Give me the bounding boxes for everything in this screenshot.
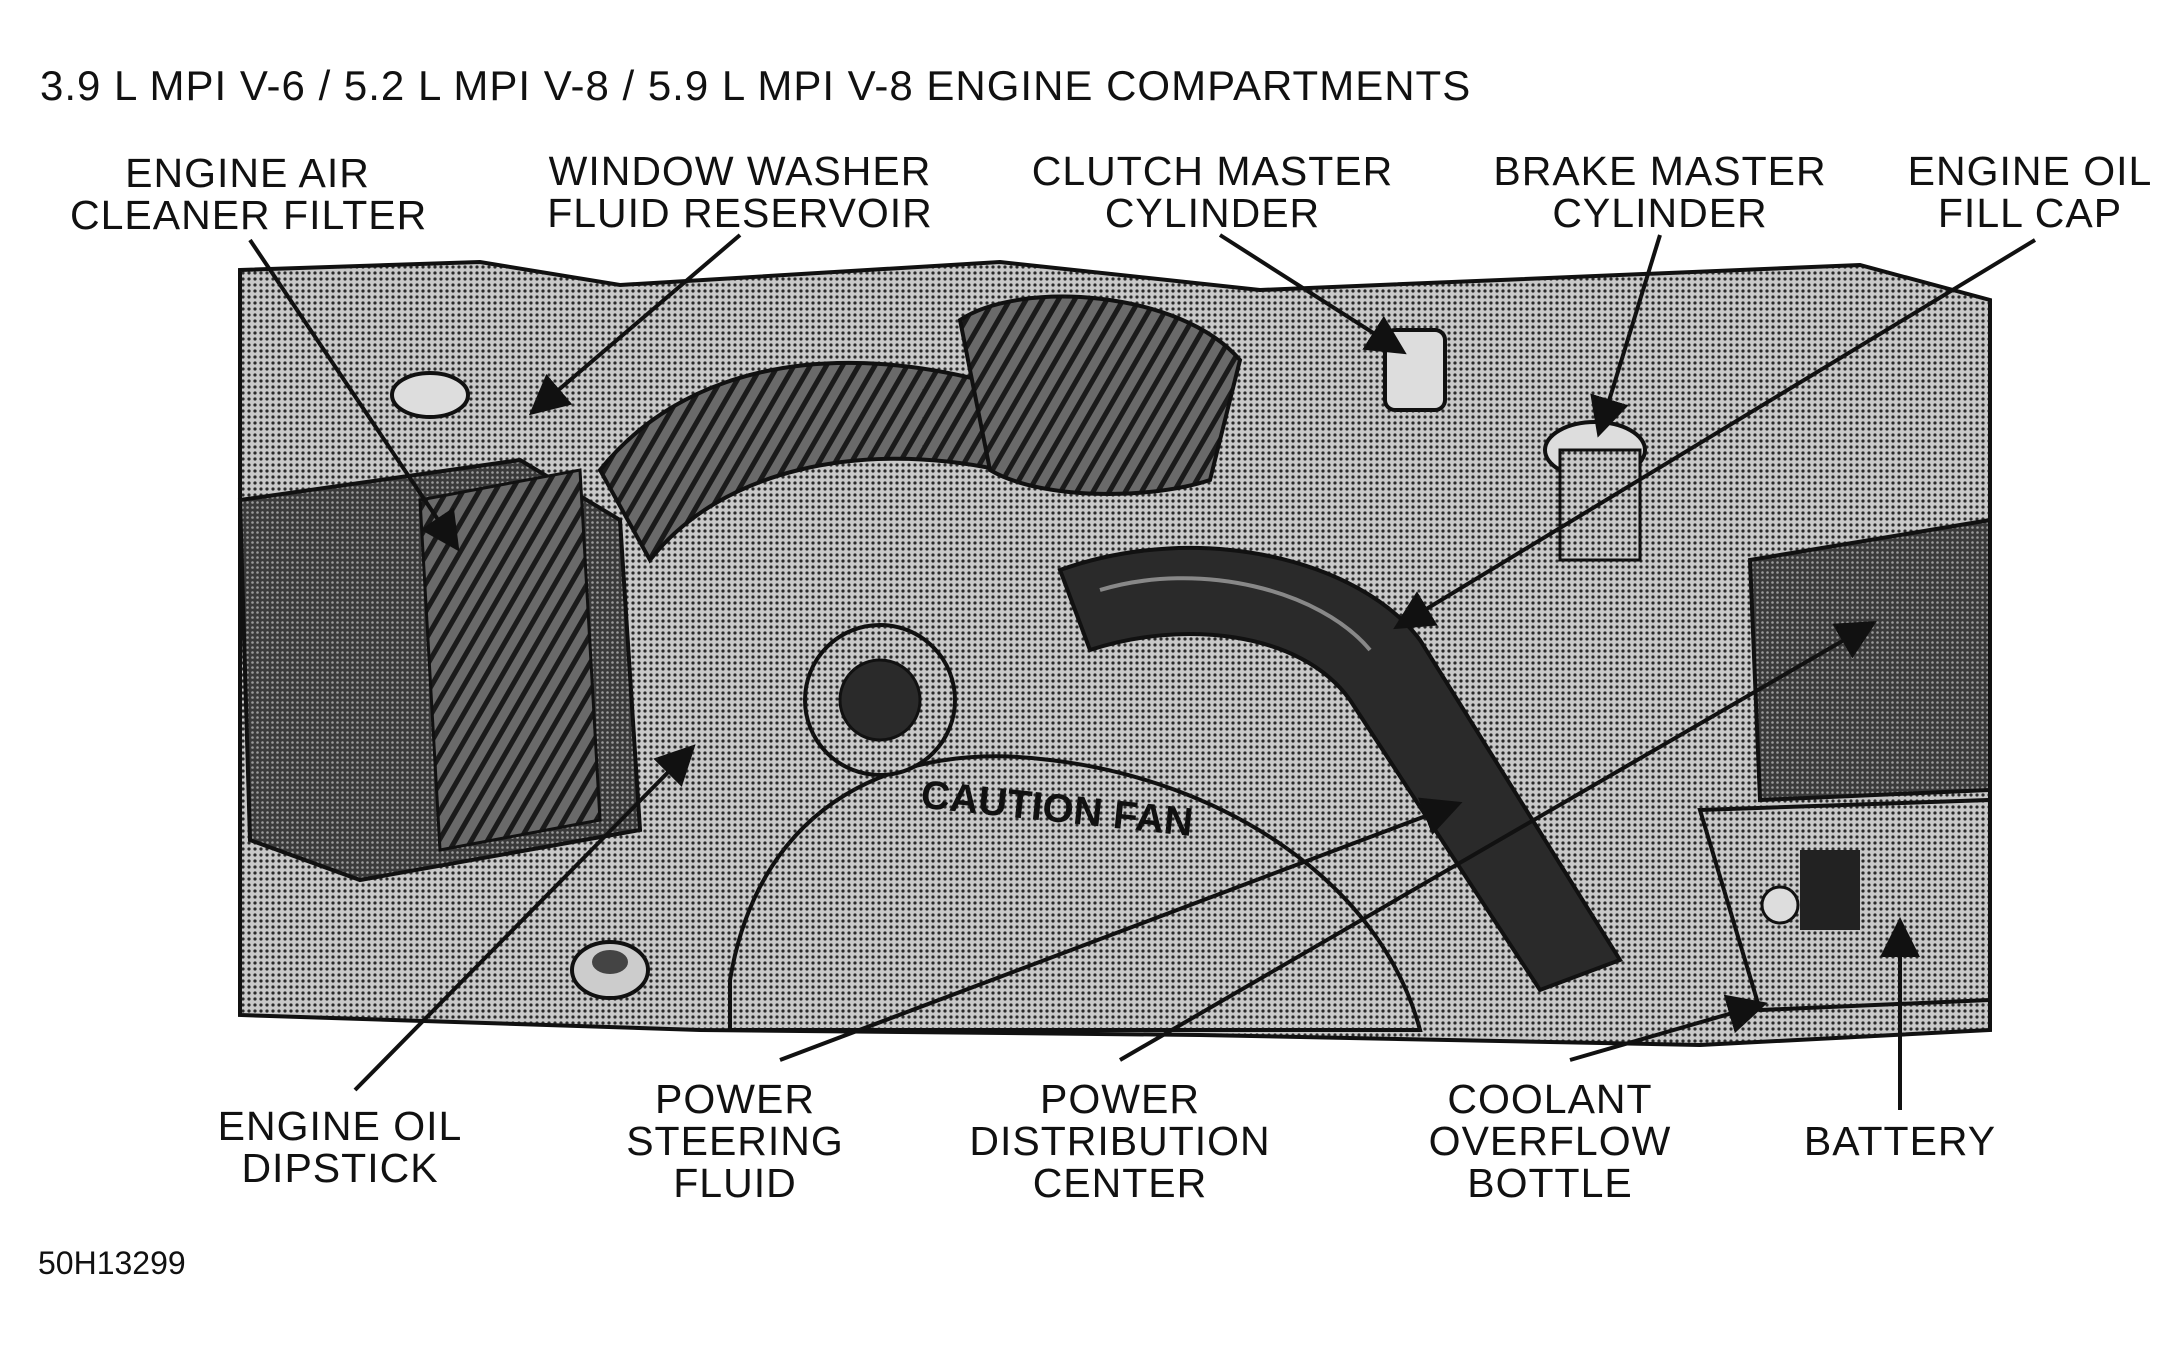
leader-brake-master xyxy=(1590,234,1662,438)
leader-power-steering xyxy=(779,797,1463,1062)
alternator xyxy=(803,623,957,777)
fan-shroud: CAUTION FAN xyxy=(728,754,1423,1032)
label-battery: BATTERY xyxy=(1803,1118,1997,1164)
radiator-hose xyxy=(1057,546,1623,993)
leader-engine-air-cleaner xyxy=(248,238,460,552)
power-distribution-center xyxy=(1747,517,1992,803)
diagram-title: 3.9 L MPI V-6 / 5.2 L MPI V-8 / 5.9 L MP… xyxy=(40,62,1472,109)
battery xyxy=(1697,797,1992,1013)
brake-master-cylinder xyxy=(1543,420,1647,562)
leader-coolant-bottle xyxy=(1569,994,1768,1062)
washer-reservoir-cap xyxy=(390,371,470,419)
leader-power-distribution xyxy=(1118,620,1877,1062)
air-cleaner-box xyxy=(237,457,643,883)
leader-lines xyxy=(248,233,2037,1110)
leader-oil-dipstick xyxy=(353,744,696,1092)
leader-washer-reservoir xyxy=(528,233,742,416)
clutch-master-cylinder xyxy=(1383,328,1447,412)
throttle-body-cover xyxy=(957,294,1243,496)
leader-oil-fill-cap xyxy=(1393,238,2037,630)
figure-id: 50H13299 xyxy=(38,1245,186,1281)
oil-fill-cap xyxy=(570,940,650,1000)
leader-clutch-master xyxy=(1218,233,1407,355)
